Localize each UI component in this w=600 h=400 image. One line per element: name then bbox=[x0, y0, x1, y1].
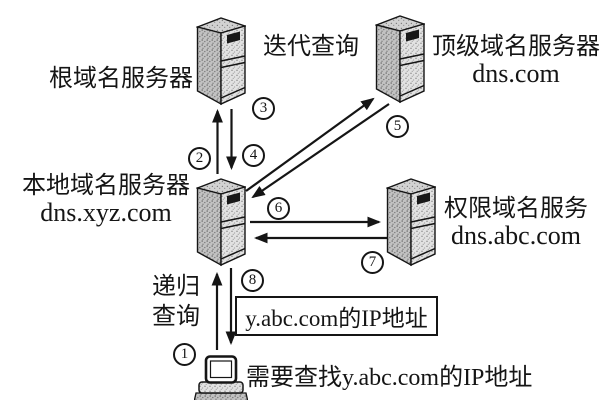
step-circle-5: 5 bbox=[386, 115, 409, 138]
arrow-query-local-to-tld bbox=[245, 97, 375, 192]
auth-server-domain: dns.abc.com bbox=[451, 221, 581, 250]
arrow-reply-tld-to-local bbox=[251, 103, 390, 199]
tld-server-label-block: 顶级域名服务器 dns.com bbox=[426, 34, 600, 87]
step-circle-2: 2 bbox=[188, 147, 211, 170]
step-circle-8: 8 bbox=[241, 269, 264, 292]
recursive-query-label: 递归 查询 bbox=[150, 272, 202, 332]
step-circle-7: 7 bbox=[361, 251, 384, 274]
root-server-label: 根域名服务器 bbox=[49, 66, 193, 92]
root-server-icon bbox=[196, 17, 246, 105]
tld-server-label: 顶级域名服务器 bbox=[432, 34, 600, 60]
local-server-domain: dns.xyz.com bbox=[40, 198, 172, 227]
recursive-query-line1: 递归 bbox=[152, 274, 200, 300]
auth-server-label-block: 权限域名服务 dns.abc.com bbox=[428, 196, 600, 249]
step-circle-4: 4 bbox=[242, 144, 265, 167]
iterative-query-label: 迭代查询 bbox=[263, 34, 359, 60]
host-caption: 需要查找y.abc.com的IP地址 bbox=[246, 365, 533, 391]
local-server-icon bbox=[196, 178, 246, 266]
ip-result-box: y.abc.com的IP地址 bbox=[235, 296, 438, 336]
recursive-query-line2: 查询 bbox=[152, 304, 200, 330]
local-server-label-block: 本地域名服务器 dns.xyz.com bbox=[16, 173, 196, 226]
host-computer-icon bbox=[194, 355, 248, 400]
tld-server-icon bbox=[375, 15, 425, 103]
local-server-label: 本地域名服务器 bbox=[22, 173, 190, 199]
step-circle-3: 3 bbox=[252, 97, 275, 120]
step-circle-1: 1 bbox=[173, 343, 196, 366]
tld-server-domain: dns.com bbox=[472, 59, 560, 88]
ip-result-text: y.abc.com的IP地址 bbox=[245, 306, 428, 331]
auth-server-label: 权限域名服务 bbox=[444, 196, 588, 222]
auth-server-icon bbox=[386, 178, 436, 266]
step-circle-6: 6 bbox=[267, 197, 290, 220]
